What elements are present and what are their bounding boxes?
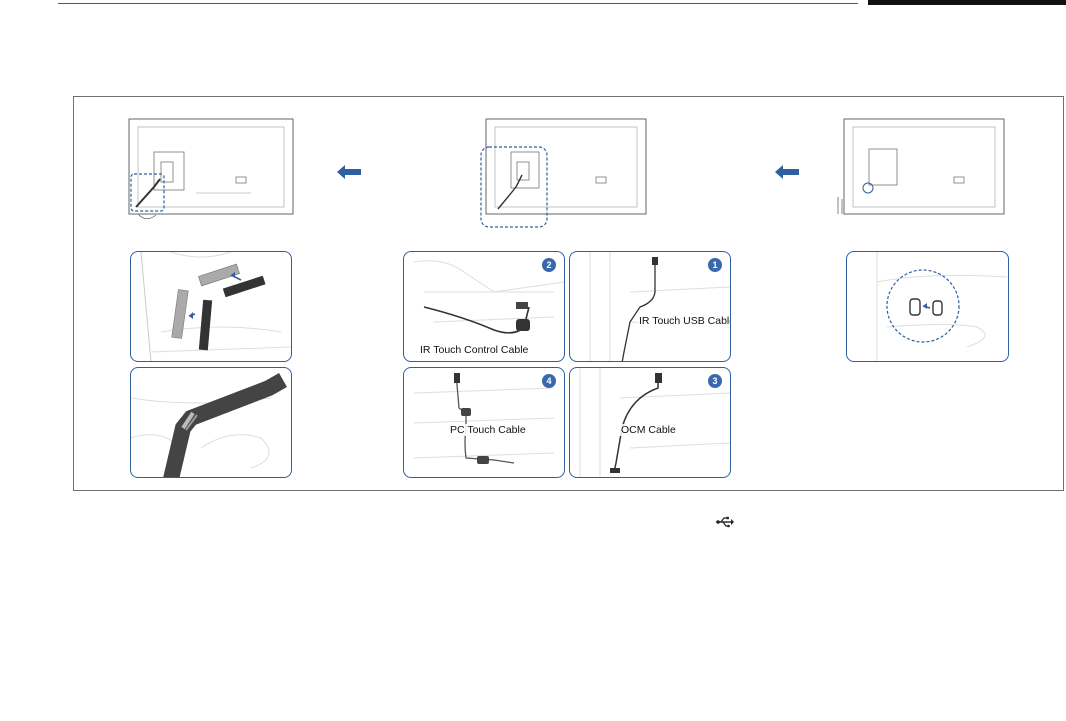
cable-label-pc-touch: PC Touch Cable <box>449 424 527 436</box>
step-badge: 2 <box>542 258 556 272</box>
usb-icon <box>716 515 734 528</box>
detail-panel-cable-holder <box>846 251 1009 362</box>
cable-label-ir-touch-usb: IR Touch USB Cable <box>638 315 730 327</box>
cable-label-ocm: OCM Cable <box>620 424 677 436</box>
step-badge: 1 <box>708 258 722 272</box>
cable-label-ir-touch-control: IR Touch Control Cable <box>419 344 530 356</box>
step-badge: 4 <box>542 374 556 388</box>
detail-panel-ir-touch-usb: 1 IR Touch USB Cable <box>569 251 731 362</box>
left-arrow-icon <box>775 165 799 184</box>
tv-back-right <box>836 117 1006 227</box>
detail-panel-spiral-tube <box>130 251 292 362</box>
step-badge: 3 <box>708 374 722 388</box>
header-rule <box>58 3 858 4</box>
detail-panel-ocm: 3 OCM Cable <box>569 367 731 478</box>
cable-routing-figure: 2 IR Touch Control Cable 1 IR Touch USB … <box>73 96 1064 491</box>
header-tab <box>868 0 1066 5</box>
detail-panel-ir-touch-control: 2 IR Touch Control Cable <box>403 251 565 362</box>
left-arrow-icon <box>337 165 361 184</box>
tv-back-left <box>126 117 296 227</box>
detail-panel-pc-touch: 4 PC Touch Cable <box>403 367 565 478</box>
detail-panel-cable-wrap <box>130 367 292 478</box>
tv-back-middle <box>478 117 653 232</box>
